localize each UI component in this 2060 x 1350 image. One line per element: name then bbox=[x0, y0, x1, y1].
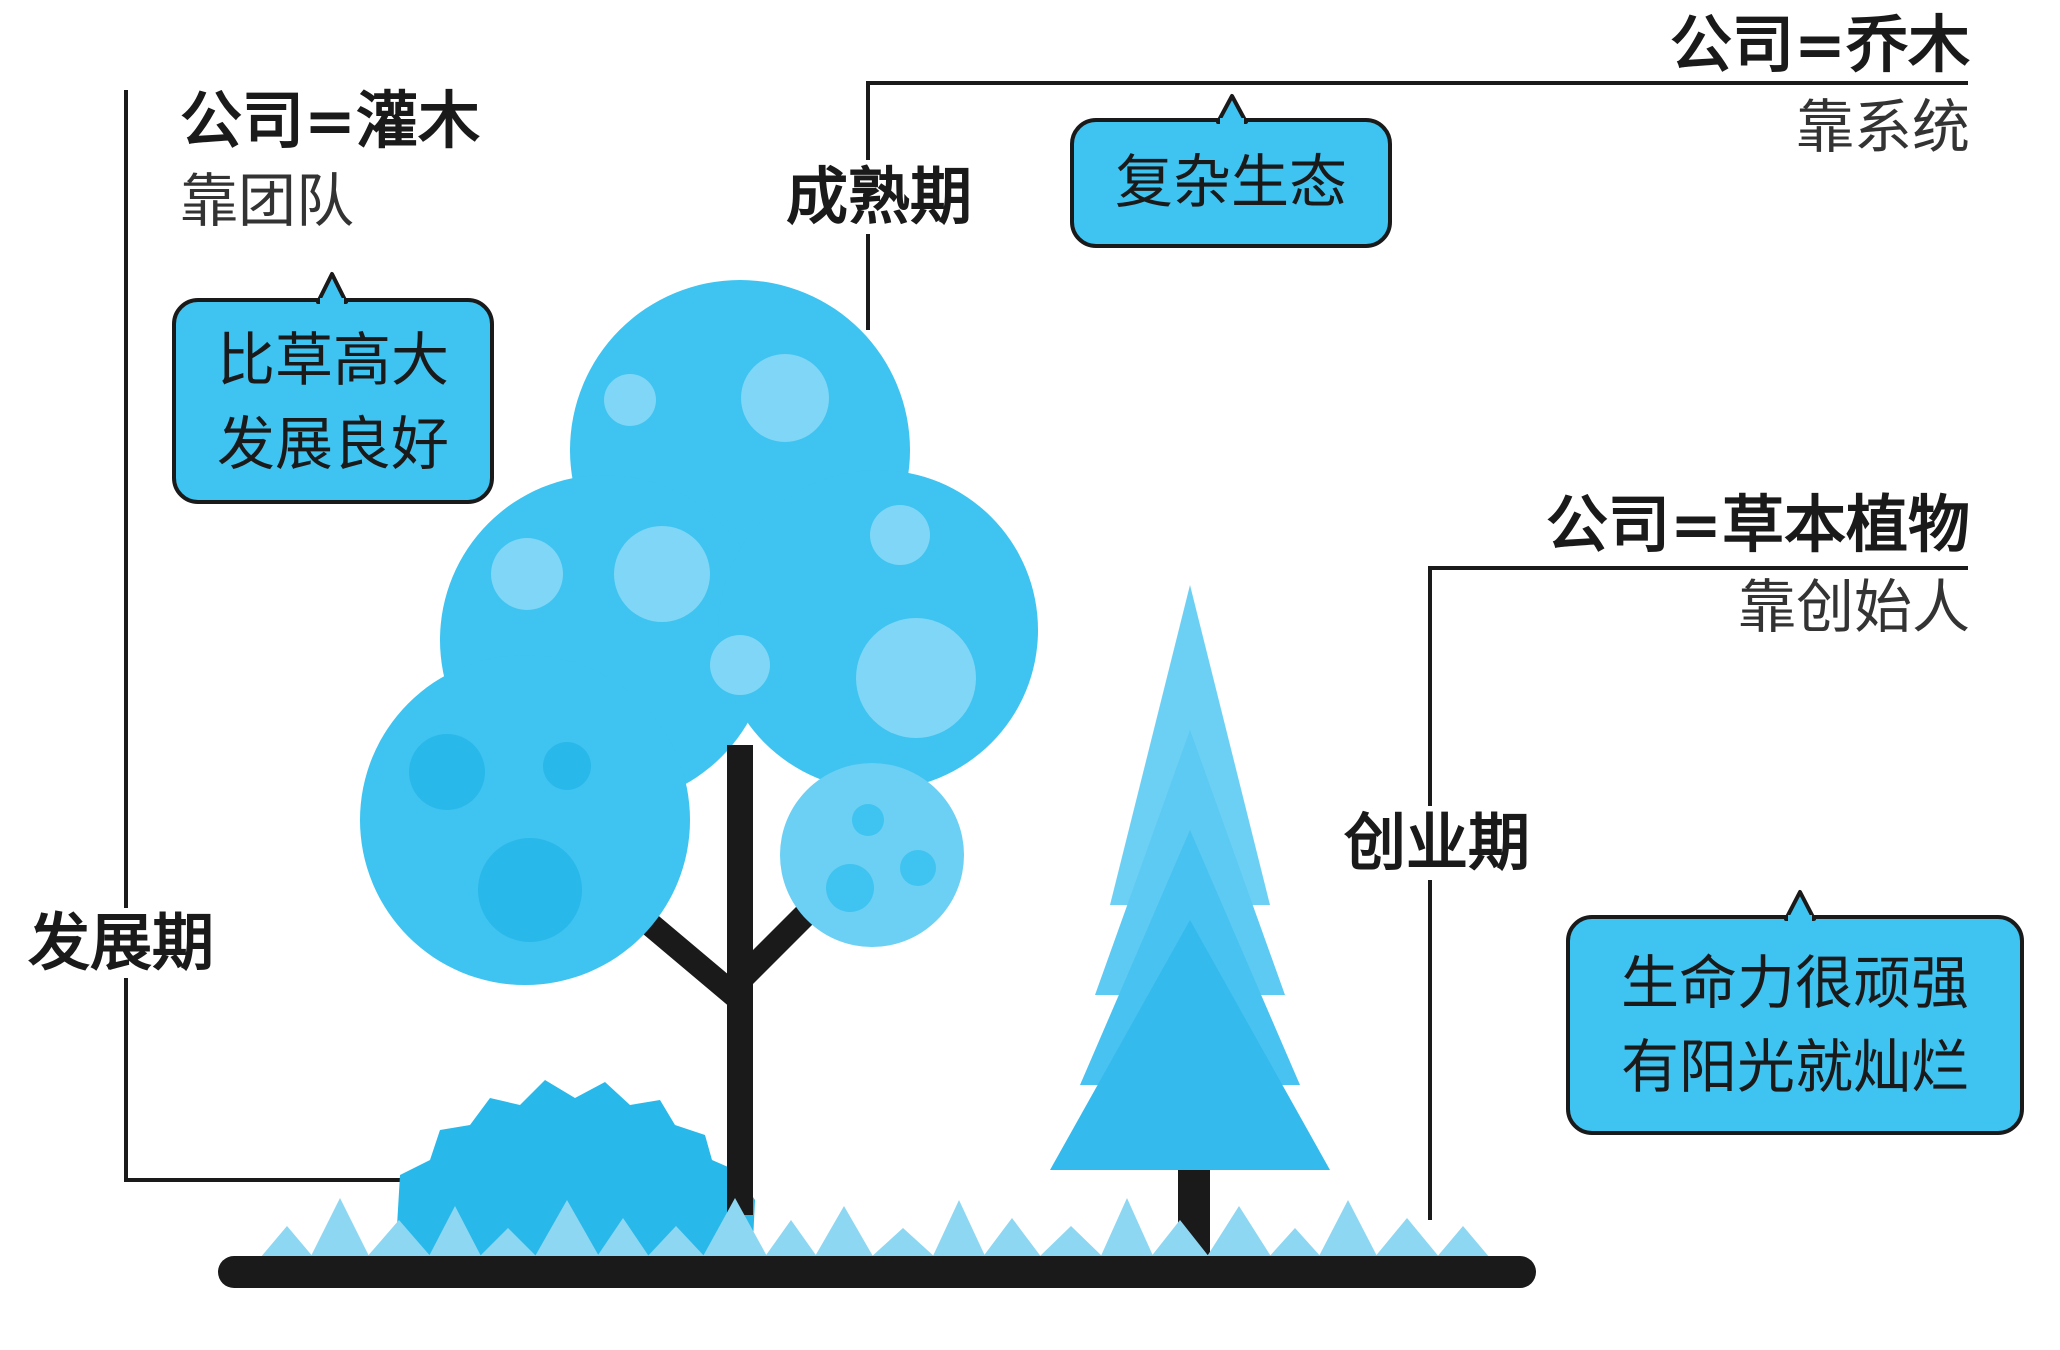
grass-blade bbox=[1100, 1198, 1154, 1258]
tree-callout: 复杂生态 bbox=[1070, 118, 1392, 248]
grass-blade bbox=[428, 1206, 482, 1258]
grass-blade bbox=[702, 1198, 768, 1258]
grass-blade bbox=[596, 1218, 650, 1258]
grass-blade bbox=[932, 1200, 986, 1258]
stage-label-mature: 成熟期 bbox=[782, 160, 977, 234]
grass-blade bbox=[1206, 1206, 1272, 1258]
herb-subtitle: 靠创始人 bbox=[1737, 573, 1970, 641]
tree-icon bbox=[360, 280, 1038, 1215]
grass-blade bbox=[478, 1228, 538, 1258]
grass-blade bbox=[1038, 1226, 1104, 1258]
grass-blade bbox=[646, 1226, 706, 1258]
herb-title: 公司=草本植物 bbox=[1546, 488, 1970, 561]
shrub-callout-line-2: 发展良好 bbox=[216, 410, 449, 478]
ground-line bbox=[218, 1256, 1536, 1288]
herb-callout: 生命力很顽强 有阳光就灿烂 bbox=[1566, 915, 2024, 1135]
shrub-callout-line-1: 比草高大 bbox=[216, 326, 449, 394]
grass-blade bbox=[1318, 1200, 1378, 1258]
grass-blade bbox=[260, 1226, 314, 1258]
grass-blade bbox=[1436, 1226, 1490, 1258]
grass-blade bbox=[982, 1218, 1042, 1258]
bush-icon bbox=[395, 1080, 755, 1262]
grass-icon bbox=[260, 1198, 1490, 1258]
bracket-lines bbox=[124, 81, 1968, 1220]
grass-blade bbox=[764, 1220, 818, 1258]
grass-blade bbox=[1374, 1218, 1440, 1258]
herb-callout-line-1: 生命力很顽强 bbox=[1620, 949, 1969, 1017]
tree-bracket bbox=[866, 81, 1968, 330]
grass-blade bbox=[814, 1206, 874, 1258]
herb-callout-line-2: 有阳光就灿烂 bbox=[1620, 1033, 1969, 1101]
grass-blade bbox=[870, 1228, 936, 1258]
shrub-callout: 比草高大 发展良好 bbox=[172, 298, 494, 504]
grass-blade bbox=[310, 1198, 370, 1258]
pine-tree-icon bbox=[1050, 585, 1330, 1255]
tree-title: 公司=乔木 bbox=[1670, 8, 1970, 81]
shrub-bracket bbox=[124, 90, 400, 1182]
grass-blade bbox=[1268, 1228, 1322, 1258]
herb-bracket bbox=[1428, 566, 1968, 1220]
stage-label-development: 发展期 bbox=[28, 906, 215, 979]
shrub-title: 公司=灌木 bbox=[180, 84, 480, 157]
grass-blade bbox=[366, 1220, 432, 1258]
stage-label-startup: 创业期 bbox=[1340, 806, 1535, 880]
tree-callout-line-1: 复杂生态 bbox=[1114, 148, 1347, 216]
shrub-subtitle: 靠团队 bbox=[180, 167, 355, 235]
grass-blade bbox=[1150, 1220, 1210, 1258]
grass-blade bbox=[534, 1200, 600, 1258]
tree-subtitle: 靠系统 bbox=[1795, 93, 1970, 161]
